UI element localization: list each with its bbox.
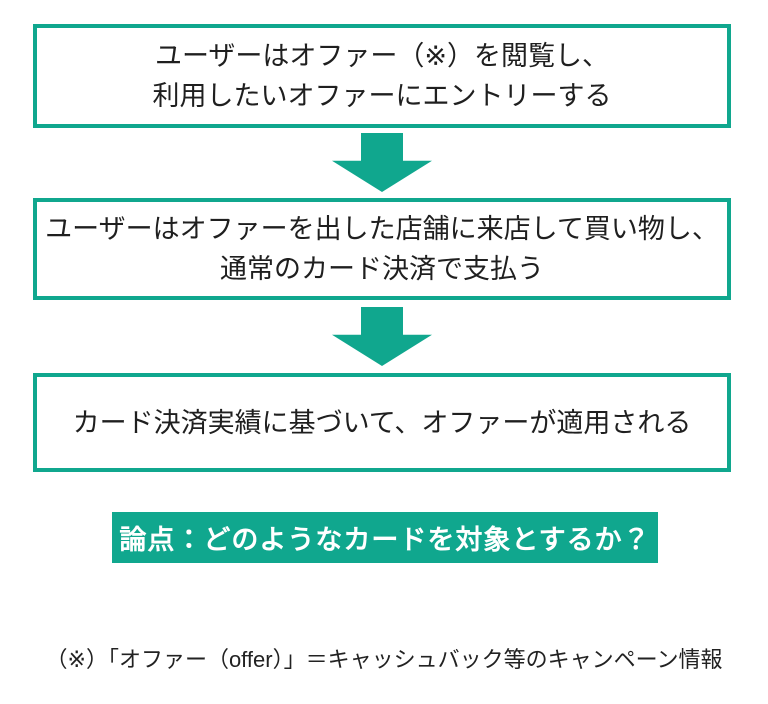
- flow-step-1-line-1: ユーザーはオファー（※）を閲覧し、: [154, 41, 610, 71]
- footnote: （※）「オファー（offer）」＝キャッシュバック等のキャンペーン情報: [0, 645, 768, 675]
- flow-step-2-box: ユーザーはオファーを出した店舗に来店して買い物し、 通常のカード決済で支払う: [33, 198, 731, 300]
- flow-step-3-line-1: カード決済実績に基づいて、オファーが適用される: [72, 407, 692, 438]
- discussion-point-banner: 論点：どのようなカードを対象とするか？: [112, 512, 658, 563]
- footnote-text: （※）「オファー（offer）」＝キャッシュバック等のキャンペーン情報: [45, 647, 723, 672]
- flow-step-1-line-2: 利用したいオファーにエントリーする: [152, 81, 612, 111]
- flow-step-2-line-2: 通常のカード決済で支払う: [220, 254, 544, 284]
- down-arrow-icon: [332, 133, 432, 192]
- down-arrow-icon: [332, 307, 432, 366]
- flow-step-3-box: カード決済実績に基づいて、オファーが適用される: [33, 373, 731, 472]
- flow-step-2-line-1: ユーザーはオファーを出した店舗に来店して買い物し、: [45, 214, 719, 244]
- discussion-point-label: 論点：どのようなカードを対象とするか？: [119, 525, 651, 555]
- flow-step-1-box: ユーザーはオファー（※）を閲覧し、 利用したいオファーにエントリーする: [33, 24, 731, 128]
